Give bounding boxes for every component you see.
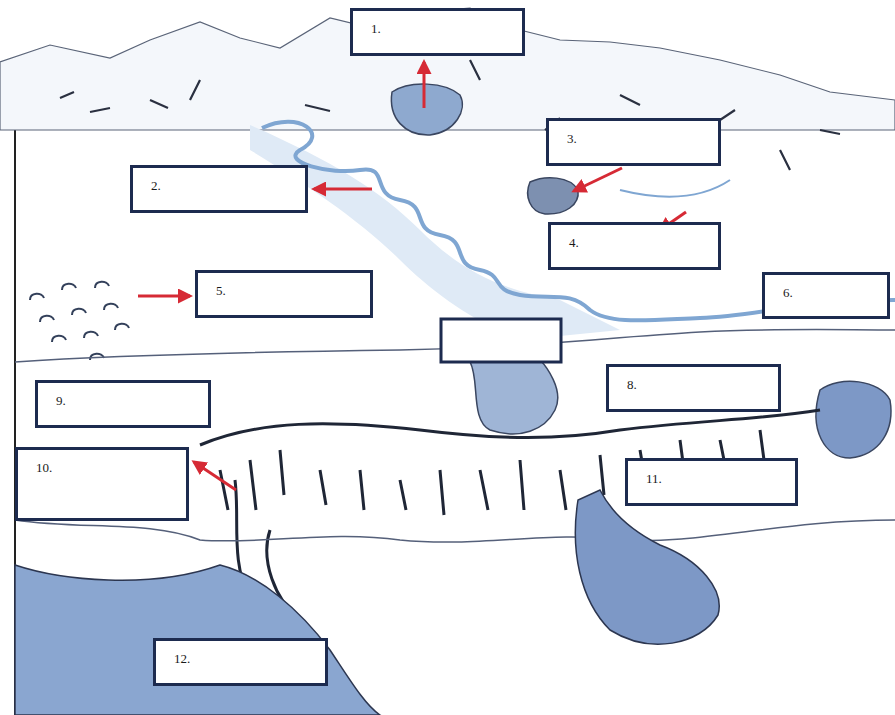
callout-number: 1. (371, 21, 510, 37)
drumlins (30, 282, 129, 360)
label-box: 3. (546, 118, 721, 166)
label-box: 12. (153, 638, 328, 686)
delta-fan (575, 490, 719, 644)
label-box: 8. (606, 364, 781, 412)
label-box: 6. (762, 272, 890, 319)
label-box: 9. (35, 380, 211, 428)
outwash-fan (816, 381, 891, 458)
callout-number: 6. (783, 285, 875, 301)
lower-terrace (15, 520, 895, 542)
label-box: 11. (625, 458, 798, 506)
callout-number: 2. (151, 178, 293, 194)
stream (620, 180, 730, 197)
callout-number: 5. (216, 283, 358, 299)
label-box: 5. (195, 270, 373, 318)
callout-number: 3. (567, 131, 706, 147)
cirque-tarn (391, 84, 462, 135)
alluvial-fan (470, 360, 558, 434)
cliff-shading (200, 410, 820, 620)
callout-number: 12. (174, 651, 313, 667)
callout-number: 11. (646, 471, 783, 487)
callout-number: 8. (627, 377, 766, 393)
label-box: 4. (548, 222, 721, 270)
callout-number: 10. (36, 460, 174, 476)
callout-number: 4. (569, 235, 706, 251)
label-box: 10. (15, 447, 189, 521)
proglacial-lake (15, 565, 380, 715)
callout-number: 9. (56, 393, 196, 409)
label-box: 1. (350, 8, 525, 56)
empty-label-box (441, 319, 561, 362)
label-box: 2. (130, 165, 308, 213)
lake (528, 178, 578, 214)
rock-shading (60, 60, 840, 170)
